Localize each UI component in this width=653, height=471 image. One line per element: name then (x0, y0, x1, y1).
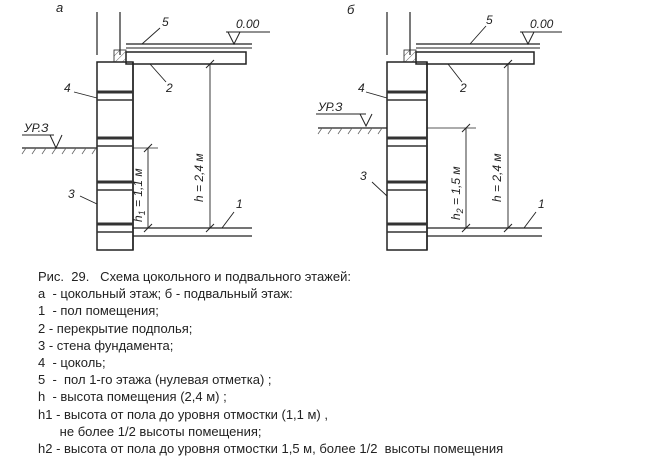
basement-diagram: а 5 0.00 2 4 УР.З 3 1 h = 2,4 м h1 = 1,1… (21, 0, 562, 251)
zero-mark-a: 0.00 (236, 17, 260, 31)
label-4-a: 4 (64, 81, 71, 95)
label-3-b: 3 (360, 169, 367, 183)
caption-line: h - высота помещения (2,4 м) ; (38, 389, 227, 405)
brick-courses-b (387, 90, 427, 233)
ground-label-b: УР.З (317, 100, 343, 114)
dim-h1-label: h1 = 1,1 м (131, 168, 147, 222)
caption-line: а - цокольный этаж; б - подвальный этаж: (38, 286, 293, 302)
caption-line: 1 - пол помещения; (38, 303, 159, 319)
slab-2-a (125, 51, 247, 65)
label-2-b: 2 (459, 81, 467, 95)
support-hatch-a (113, 49, 127, 63)
label-4-b: 4 (358, 81, 365, 95)
label-5-b: 5 (486, 13, 493, 27)
foundation-wall-a (96, 61, 134, 251)
figure-caption: Рис. 29. Схема цокольного и подвального … (38, 268, 650, 457)
label-5-a: 5 (162, 15, 169, 29)
label-1-b: 1 (538, 197, 545, 211)
dim-h-label-a: h = 2,4 м (192, 153, 206, 202)
panel-b-letter: б (347, 2, 355, 17)
ground-hatch-a (21, 147, 97, 155)
dim-h-label-b: h = 2,4 м (490, 153, 504, 202)
panel-b: б 5 0.00 2 4 УР.З 3 1 h = 2,4 м h2 = 1,5… (316, 2, 562, 251)
caption-line: 2 - перекрытие подполья; (38, 320, 193, 336)
caption-line: 4 - цоколь; (38, 355, 106, 371)
panel-a: а 5 0.00 2 4 УР.З 3 1 h = 2,4 м h1 = 1,1… (21, 0, 270, 251)
caption-title: Рис. 29. Схема цокольного и подвального … (38, 269, 351, 284)
foundation-wall-b (386, 61, 428, 251)
label-1-a: 1 (236, 197, 243, 211)
dim-h2-label: h2 = 1,5 м (449, 166, 465, 220)
label-3-a: 3 (68, 187, 75, 201)
brick-courses-a (97, 90, 133, 233)
caption-line: не более 1/2 высоты помещения; (38, 423, 262, 439)
ground-hatch-b (317, 127, 383, 135)
ground-label-a: УР.З (23, 121, 49, 135)
caption-line: h1 - высота от пола до уровня отмостки (… (38, 406, 328, 422)
label-2-a: 2 (165, 81, 173, 95)
caption-line: h2 - высота от пола до уровня отмостки 1… (38, 441, 504, 457)
panel-a-letter: а (56, 0, 63, 15)
zero-mark-b: 0.00 (530, 17, 554, 31)
caption-line: 5 - пол 1-го этажа (нулевая отметка) ; (38, 372, 272, 388)
caption-line: 3 - стена фундамента; (38, 337, 174, 353)
slab-2-b (415, 51, 535, 65)
support-hatch-b (403, 49, 417, 63)
